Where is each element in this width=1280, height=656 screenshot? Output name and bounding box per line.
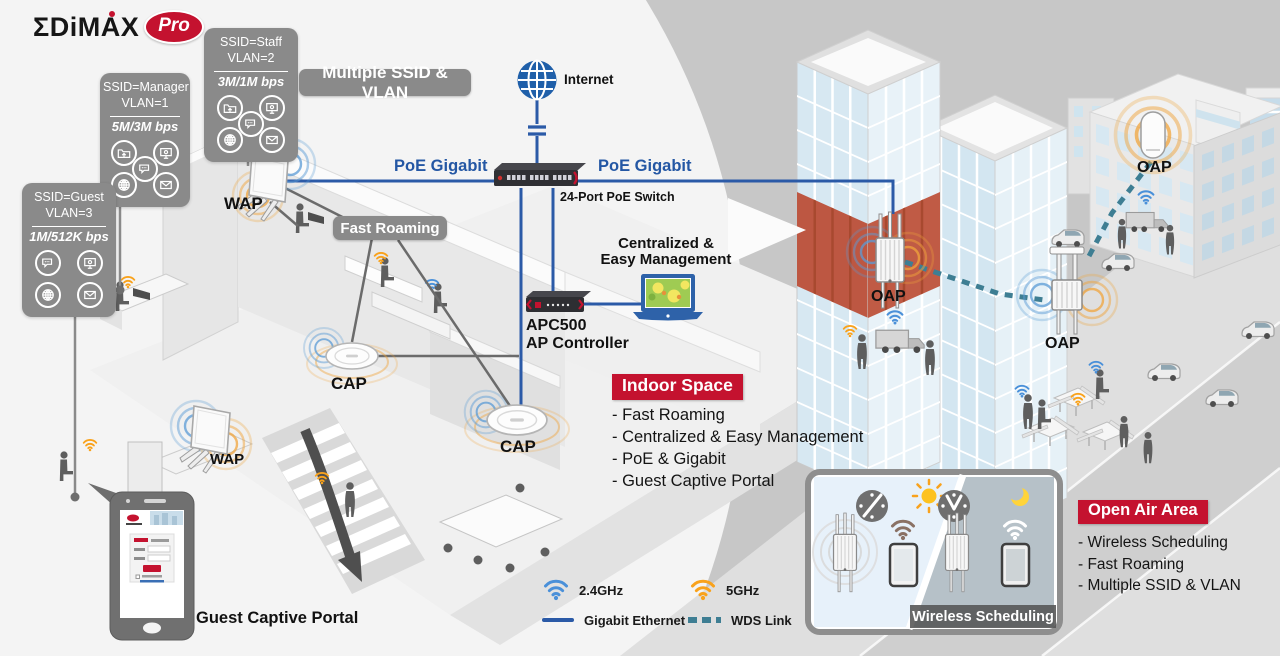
folder-share-icon <box>217 94 243 121</box>
mail-icon <box>259 126 285 153</box>
oap-access-point-3 <box>1113 95 1193 175</box>
callout-fast-roaming: Fast Roaming <box>333 216 447 240</box>
controller-model: APC500 <box>526 317 587 334</box>
gigabit-ethernet-lines <box>286 99 895 408</box>
feature-item: - Fast Roaming <box>612 406 725 424</box>
vlan-id: VLAN=1 <box>121 96 169 111</box>
controller-label: APC500 AP Controller <box>526 317 629 352</box>
wifi-5ghz-icon <box>691 579 715 602</box>
indoor-people <box>59 203 447 517</box>
ap-controller-device <box>526 291 591 312</box>
oap-label-3: OAP <box>1137 159 1172 176</box>
wds-link-lines <box>904 160 1153 303</box>
direction-arrow <box>300 428 355 558</box>
feature-item: - PoE & Gigabit <box>612 450 726 468</box>
feature-item: - Fast Roaming <box>1078 555 1184 573</box>
feature-item: - Centralized & Easy Management <box>612 428 864 446</box>
feature-item: - Wireless Scheduling <box>1078 534 1228 551</box>
guest-captive-portal-label: Guest Captive Portal <box>196 609 359 627</box>
callout-multiple-ssid-vlan: Multiple SSID & VLAN <box>299 63 471 102</box>
poe-switch-label: 24-Port PoE Switch <box>560 190 675 204</box>
wap-label-1: WAP <box>224 194 263 213</box>
bandwidth-limit: 5M/3M bps <box>111 118 179 134</box>
management-laptop <box>633 274 703 321</box>
cap-label-1: CAP <box>331 374 367 393</box>
bandwidth-limit: 1M/512K bps <box>29 228 109 244</box>
pointer-arrow <box>728 198 806 264</box>
poe-gigabit-label-right: PoE Gigabit <box>598 157 692 175</box>
ssid-box-guest: SSID=Guest VLAN=3 1M/512K bps <box>22 183 116 317</box>
wireless-scheduling-label: Wireless Scheduling <box>910 605 1056 628</box>
wireless-scheduling-panel <box>805 469 1063 635</box>
cap-label-2: CAP <box>500 437 536 456</box>
legend-5ghz: 5GHz <box>690 579 759 602</box>
guest-portal-phone <box>88 483 195 641</box>
globe-icon <box>35 281 61 308</box>
legend-gigabit-ethernet: Gigabit Ethernet <box>542 609 685 631</box>
day-clock-icon <box>856 490 888 522</box>
ssid-box-staff: SSID=Staff VLAN=2 3M/1M bps <box>204 28 298 162</box>
open-air-features: - Wireless Scheduling - Fast Roaming - M… <box>1078 532 1241 597</box>
oap-label-2: OAP <box>1045 335 1080 352</box>
logo-dot <box>109 11 115 17</box>
desktop-lock-icon <box>153 139 179 166</box>
mail-icon <box>153 171 179 198</box>
edimax-pro-logo: ΣDiMAX Pro <box>33 10 204 44</box>
oap-access-point-2 <box>1015 246 1119 335</box>
nighttime-half <box>908 477 1054 627</box>
pro-badge: Pro <box>144 10 204 44</box>
night-clock-icon <box>938 490 970 522</box>
wifi-2.4ghz-icon <box>544 579 568 602</box>
moon-icon <box>1008 485 1029 506</box>
ssid-name: SSID=Staff <box>220 35 282 49</box>
office-building <box>1088 73 1280 279</box>
legend-wds-link: WDS Link <box>688 609 792 631</box>
ssid-name: SSID=Guest <box>34 190 104 204</box>
vlan-id: VLAN=2 <box>227 51 275 66</box>
brand-wordmark: ΣDiMAX <box>33 11 140 42</box>
chat-icon <box>132 155 158 182</box>
oap-label-1: OAP <box>871 288 906 305</box>
controller-role: AP Controller <box>526 334 629 352</box>
wds-link-dashes <box>688 617 721 623</box>
vlan-id: VLAN=3 <box>45 206 93 221</box>
internet-label: Internet <box>564 72 614 87</box>
legend-24ghz: 2.4GHz <box>543 579 623 602</box>
wap-label-2: WAP <box>210 451 245 468</box>
chat-icon <box>35 249 61 276</box>
bandwidth-limit: 3M/1M bps <box>217 73 285 89</box>
tablet-night <box>1000 542 1031 588</box>
internet-globe-icon <box>517 59 557 101</box>
gigabit-ethernet-line <box>542 618 574 622</box>
poe-switch-device <box>494 163 586 186</box>
desktop-lock-icon <box>259 94 285 121</box>
desktop-lock-icon <box>77 249 103 276</box>
mail-icon <box>77 281 103 308</box>
cap-access-point-2 <box>463 389 570 453</box>
management-label: Centralized & Easy Management <box>600 235 732 268</box>
folder-share-icon <box>111 139 137 166</box>
staircase <box>262 408 425 594</box>
poe-gigabit-label-left: PoE Gigabit <box>394 157 488 175</box>
feature-item: - Multiple SSID & VLAN <box>1078 577 1241 594</box>
indoor-space-title: Indoor Space <box>612 374 743 400</box>
ssid-box-manager: SSID=Manager VLAN=1 5M/3M bps <box>100 73 190 207</box>
surge-protector-symbol <box>528 125 546 136</box>
indoor-space-features: - Fast Roaming - Centralized & Easy Mana… <box>612 404 863 492</box>
ssid-name: SSID=Manager <box>103 80 189 94</box>
tablet-day <box>888 542 919 588</box>
cap-access-point-1 <box>303 327 398 385</box>
feature-item: - Guest Captive Portal <box>612 472 775 490</box>
globe-icon <box>217 126 243 153</box>
chat-icon <box>238 110 264 137</box>
open-air-area-title: Open Air Area <box>1078 500 1208 524</box>
